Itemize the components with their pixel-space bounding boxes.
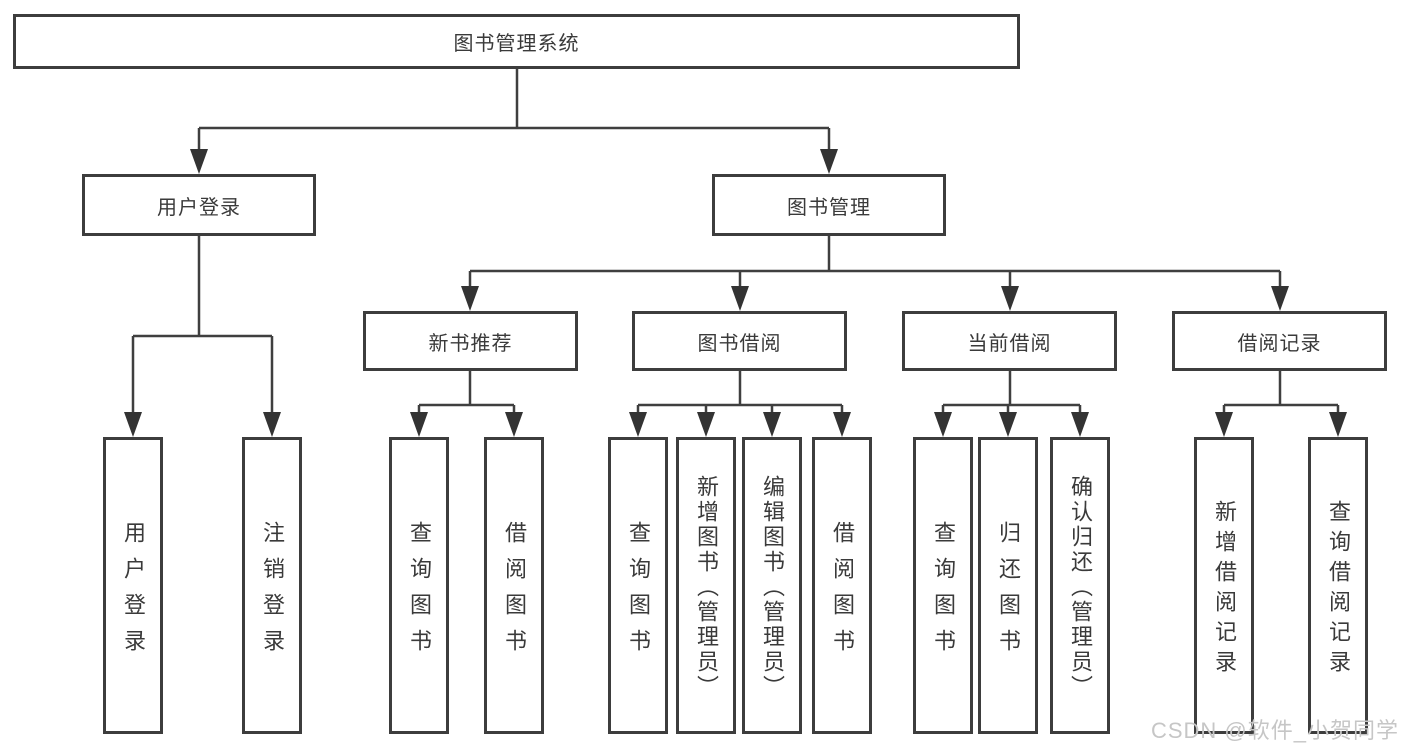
leaf-label: 查询借阅记录 bbox=[1326, 499, 1351, 680]
leaf-label: 新增图书（管理员） bbox=[694, 474, 719, 700]
root-node-label: 图书管理系统 bbox=[453, 33, 580, 55]
leaf-label: 新增借阅记录 bbox=[1212, 499, 1237, 680]
leaf-node-borrow-books: 借阅图书 bbox=[812, 437, 872, 734]
leaf-label: 编辑图书（管理员） bbox=[760, 474, 785, 700]
leaf-node-borrow-books: 借阅图书 bbox=[484, 437, 544, 734]
node-user-login-label: 用户登录 bbox=[157, 196, 241, 219]
section-label: 图书借阅 bbox=[697, 332, 782, 355]
leaf-label: 归还图书 bbox=[996, 520, 1021, 665]
root-node-library-management-system: 图书管理系统 bbox=[13, 14, 1020, 69]
leaf-label: 查询图书 bbox=[626, 520, 651, 665]
leaf-node-confirm-return-admin: 确认归还（管理员） bbox=[1050, 437, 1110, 734]
section-label: 借阅记录 bbox=[1237, 332, 1322, 355]
section-node-borrowing-records: 借阅记录 bbox=[1172, 311, 1387, 371]
leaf-label: 用户登录 bbox=[121, 520, 146, 665]
csdn-watermark: CSDN @软件_小贺同学 bbox=[1150, 718, 1399, 743]
leaf-node-logout: 注销登录 bbox=[242, 437, 302, 734]
section-label: 当前借阅 bbox=[967, 332, 1052, 355]
leaf-label: 借阅图书 bbox=[830, 520, 855, 665]
leaf-node-query-books: 查询图书 bbox=[608, 437, 668, 734]
leaf-node-user-login: 用户登录 bbox=[103, 437, 163, 734]
node-user-login: 用户登录 bbox=[82, 174, 316, 236]
leaf-node-query-books: 查询图书 bbox=[913, 437, 973, 734]
leaf-label: 注销登录 bbox=[260, 520, 285, 665]
leaf-label: 借阅图书 bbox=[502, 520, 527, 665]
leaf-label: 查询图书 bbox=[407, 520, 432, 665]
section-node-current-borrowing: 当前借阅 bbox=[902, 311, 1117, 371]
node-book-management: 图书管理 bbox=[712, 174, 946, 236]
node-book-management-label: 图书管理 bbox=[787, 196, 871, 219]
leaf-node-add-borrow-record: 新增借阅记录 bbox=[1194, 437, 1254, 734]
leaf-label: 查询图书 bbox=[931, 520, 956, 665]
leaf-node-query-books: 查询图书 bbox=[389, 437, 449, 734]
leaf-node-return-books: 归还图书 bbox=[978, 437, 1038, 734]
leaf-node-query-borrow-record: 查询借阅记录 bbox=[1308, 437, 1368, 734]
section-node-book-borrowing: 图书借阅 bbox=[632, 311, 847, 371]
section-label: 新书推荐 bbox=[428, 332, 513, 355]
leaf-node-add-books-admin: 新增图书（管理员） bbox=[676, 437, 736, 734]
leaf-label: 确认归还（管理员） bbox=[1068, 474, 1093, 700]
section-node-new-book-recommendation: 新书推荐 bbox=[363, 311, 578, 371]
leaf-node-edit-books-admin: 编辑图书（管理员） bbox=[742, 437, 802, 734]
